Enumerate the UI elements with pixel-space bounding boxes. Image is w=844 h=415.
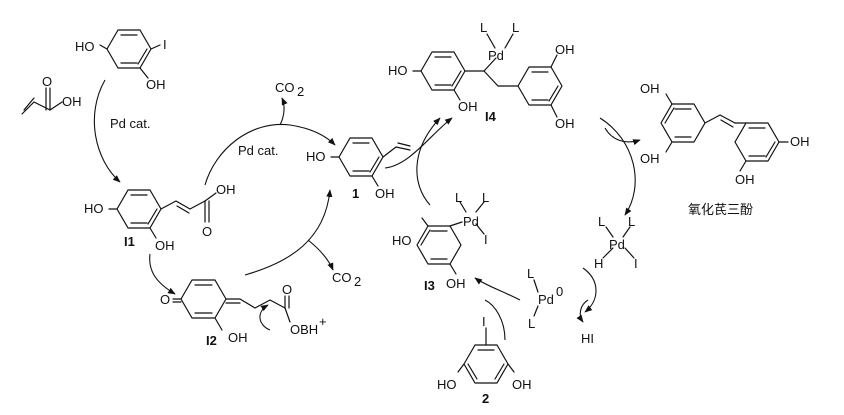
arrow-to-i2 [149, 253, 176, 295]
hydridopalladium-complex: L L Pd H I [594, 214, 638, 271]
iodo-label: I [163, 37, 167, 52]
oh-label: OH [555, 116, 575, 131]
iodo-label: I [482, 314, 486, 329]
arrow-i4-to-pdh [599, 117, 636, 216]
hydride-h-label: H [594, 256, 603, 271]
oh-label: OH [216, 182, 236, 197]
oh-label: OH [458, 99, 478, 114]
arrow-2-joining [484, 299, 506, 341]
ligand-l-label: L [528, 316, 535, 331]
ho-label: HO [75, 39, 95, 54]
intermediate-i4-structure: Pd L L HO OH OH OH I4 [388, 20, 575, 131]
iodide-label: I [634, 256, 638, 271]
compound-2-structure: I HO OH 2 [437, 314, 532, 406]
arrow-product-release [604, 127, 641, 146]
ho-label: HO [388, 63, 408, 78]
ligand-l-label: L [512, 20, 519, 35]
pd-cat-label-mid: Pd cat. [238, 143, 278, 158]
intermediate-i2-structure: O OH O OBH + I2 [160, 279, 327, 348]
co2-top-label: CO [275, 80, 295, 95]
hi-label: HI [581, 331, 594, 346]
arrow-pdh-to-pd0 [582, 267, 597, 313]
ho-label: HO [306, 149, 326, 164]
arrow-hi-release [576, 299, 589, 323]
acrylic-acid-structure: O OH [21, 74, 82, 115]
ho-label: HO [84, 201, 104, 216]
label-compound-1: 1 [352, 186, 359, 201]
pd-label: Pd [463, 214, 479, 229]
product-name-label: 氧化芪三酚 [688, 203, 753, 218]
arrow-pd0-to-i3 [474, 277, 521, 301]
ligand-l-label: L [455, 190, 462, 205]
label-i2: I2 [206, 333, 217, 348]
ligand-l-label: L [598, 214, 605, 229]
co2-release-arrow [307, 239, 334, 271]
oh-label: OH [446, 276, 466, 291]
arrow-i3-to-i4 [416, 117, 441, 206]
pd-label: Pd [538, 292, 554, 307]
pd-cat-label-top: Pd cat. [110, 116, 150, 131]
oh-label: OH [640, 81, 660, 96]
label-compound-2: 2 [482, 391, 489, 406]
ligand-l-label: L [628, 214, 635, 229]
oh-label: OH [735, 172, 755, 187]
ketone-o-label: O [160, 292, 170, 307]
oh-label: OH [640, 151, 660, 166]
co2-mid-label: CO [332, 270, 352, 285]
intermediate-i3-structure: L L Pd I HO OH I3 [392, 190, 489, 293]
oh-label: OH [375, 186, 395, 201]
iodoresorcinol-structure: HO I OH [75, 29, 167, 92]
carbonyl-o-label: O [202, 224, 212, 239]
oh-label: OH [62, 94, 82, 109]
stilbene-product-structure: OH OH OH OH 氧化芪三酚 [640, 81, 810, 218]
iodide-label: I [484, 232, 488, 247]
carbonyl-o-label: O [42, 74, 52, 89]
compound-1-structure: HO OH 1 [306, 137, 411, 201]
label-i3: I3 [424, 278, 435, 293]
label-i4: I4 [485, 109, 497, 124]
co2-mid-sub: 2 [354, 274, 361, 289]
pd-oxidation-state: 0 [556, 284, 563, 299]
pd0-complex: L Pd 0 L [527, 266, 563, 331]
arrow-to-i1 [93, 79, 121, 183]
ligand-l-label: L [482, 190, 489, 205]
pd-label: Pd [609, 237, 625, 252]
oh-label: OH [155, 238, 175, 253]
ho-label: HO [437, 377, 457, 392]
oh-label: OH [790, 134, 810, 149]
oh-label: OH [555, 42, 575, 57]
oh-label: OH [228, 330, 248, 345]
oh-label: OH [146, 77, 166, 92]
co2-release-arrow-top [279, 97, 288, 126]
ho-label: HO [392, 233, 412, 248]
obh-label: OBH [290, 322, 318, 337]
ligand-l-label: L [480, 20, 487, 35]
ligand-l-label: L [527, 266, 534, 281]
co2-top-sub: 2 [297, 84, 304, 99]
carbonyl-o-label: O [282, 282, 292, 297]
intermediate-i1-structure: HO OH OH O I1 [84, 182, 236, 253]
arrow-i2-to-1 [244, 189, 333, 276]
arrow-1-to-i4 [384, 117, 453, 169]
label-i1: I1 [124, 234, 135, 249]
obh-charge: + [319, 314, 327, 329]
oh-label: OH [512, 377, 532, 392]
pd-label: Pd [488, 48, 504, 63]
